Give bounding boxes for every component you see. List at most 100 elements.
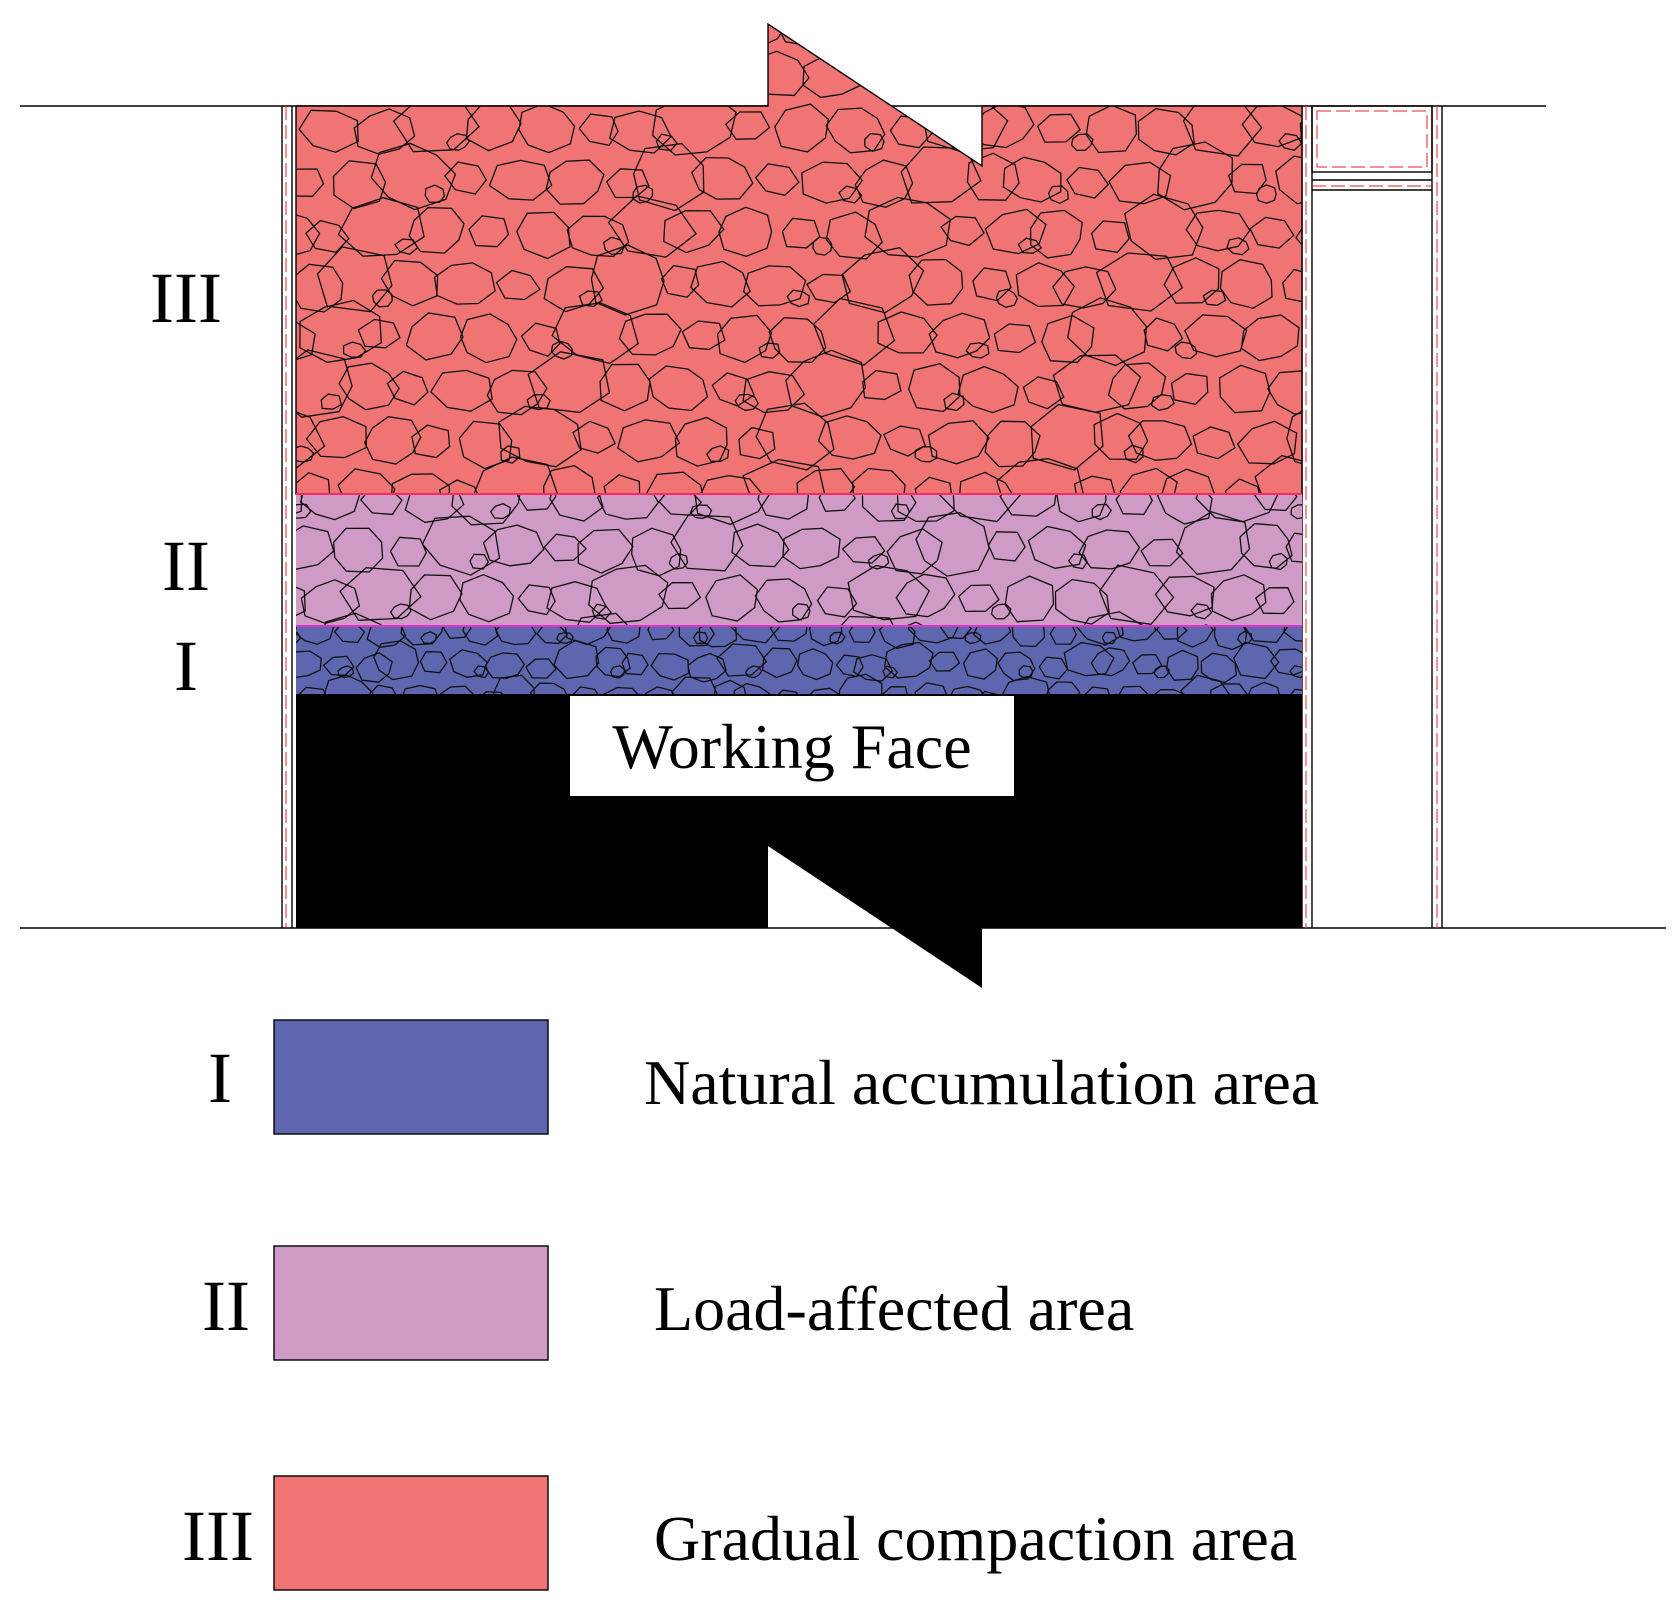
rock-fragment [1078, 529, 1141, 570]
rock-fragment [335, 54, 388, 102]
rock-fragment [785, 349, 867, 418]
zone-label-iii: III [150, 258, 222, 338]
rock-fragment [617, 419, 681, 463]
rock-fragment [1307, 700, 1320, 712]
rock-fragment [882, 425, 926, 457]
rock-fragment [1123, 444, 1144, 464]
rock-fragment [647, 626, 675, 641]
rock-fragment [357, 318, 401, 349]
left-roadway [281, 106, 293, 928]
rock-fragment [825, 211, 883, 260]
rock-fragment [965, 342, 990, 359]
rock-fragment [1292, 24, 1302, 38]
rock-fragment [393, 63, 434, 96]
rock-fragment [848, 626, 876, 644]
rock-fragment [1210, 574, 1267, 622]
rock-fragment [465, 103, 522, 152]
rock-fragment [1268, 552, 1289, 571]
rock-fragment [543, 533, 588, 562]
rock-fragment [839, 615, 894, 626]
rock-fragment [1219, 259, 1273, 309]
rock-fragment [1085, 104, 1138, 154]
rock-fragment [1231, 24, 1302, 50]
rock-fragment [495, 269, 541, 301]
legend-roman-iii: III [182, 1496, 254, 1576]
rock-fragment [1218, 364, 1271, 414]
rock-fragment [1049, 626, 1077, 645]
rock-fragment [939, 626, 972, 640]
rock-fragment [1254, 587, 1295, 615]
rock-fragment [296, 494, 303, 514]
rock-fragment [1286, 401, 1302, 472]
rock-fragment [296, 349, 353, 418]
rock-fragment [1295, 210, 1302, 256]
rock-fragment [632, 142, 705, 212]
rock-fragment [896, 494, 955, 523]
rock-fragment [300, 579, 361, 624]
rock-fragment [1157, 141, 1233, 211]
rock-fragment [1150, 394, 1176, 411]
rock-fragment [698, 474, 764, 494]
rock-fragment [386, 370, 429, 406]
rock-fragment [1098, 81, 1121, 99]
rock-fragment [296, 52, 337, 99]
rock-fragment [305, 219, 350, 254]
rock-fragment [1070, 133, 1094, 152]
rock-fragment [1192, 426, 1236, 460]
rock-fragment [691, 156, 754, 200]
rock-fragment [444, 161, 488, 195]
rock-fragment [409, 24, 472, 50]
rock-fragment [1332, 446, 1353, 463]
rock-fragment [1148, 24, 1188, 42]
rock-fragment [342, 341, 367, 358]
rock-fragment [419, 651, 448, 674]
rock-fragment [809, 687, 840, 694]
rock-fragment [490, 51, 555, 96]
rock-fragment [299, 494, 361, 521]
rock-fragment [1017, 237, 1043, 254]
rock-fragment [940, 38, 1019, 107]
rock-fragment [421, 515, 501, 576]
rock-fragment [1140, 538, 1184, 567]
rock-fragment [609, 24, 675, 47]
rock-fragment [536, 626, 569, 645]
legend: I Natural accumulation area II Load-affe… [182, 1019, 1319, 1591]
rock-fragment [678, 626, 715, 647]
rock-fragment [890, 503, 911, 520]
rock-fragment [439, 685, 474, 694]
rock-fragment [817, 415, 882, 460]
rock-fragment [713, 679, 747, 694]
rock-fragment [1163, 257, 1220, 304]
rock-fragment [809, 626, 843, 647]
rock-fragment [718, 206, 773, 257]
rock-fragment [1022, 376, 1065, 410]
rock-fragment [390, 473, 450, 494]
rock-fragment [962, 648, 998, 680]
rock-fragment [660, 264, 700, 298]
rock-fragment [488, 159, 553, 201]
rock-fragment [1254, 494, 1298, 512]
rock-fragment [370, 142, 457, 211]
rock-fragment [1285, 532, 1302, 563]
rock-fragment [1331, 31, 1353, 46]
rock-fragment [1267, 370, 1302, 415]
zone-iii-gradual-compaction-area [295, 22, 1303, 495]
rock-fragment [1108, 161, 1172, 205]
rock-fragment [940, 215, 985, 247]
rock-fragment [877, 311, 938, 354]
working-face-label: Working Face [612, 711, 971, 782]
rock-fragment [495, 626, 537, 646]
rock-fragment [500, 445, 521, 464]
rock-fragment [1174, 341, 1198, 360]
rock-fragment [1115, 494, 1153, 516]
rock-fragment [1213, 626, 1248, 651]
rock-fragment [1299, 103, 1302, 153]
rock-fragment [573, 686, 599, 694]
rock-fragment [778, 689, 799, 694]
rock-fragment [910, 55, 969, 104]
rock-fragment [1210, 37, 1290, 105]
rock-fragment [754, 578, 813, 623]
rock-fragment [1047, 185, 1069, 205]
rock-fragment [389, 603, 412, 620]
rock-fragment [1269, 648, 1302, 676]
